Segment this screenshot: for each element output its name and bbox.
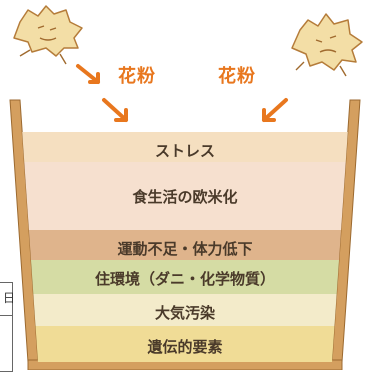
layer-label: 住環境（ダニ・化学物質） [94, 270, 275, 288]
layer-label: ストレス [154, 142, 215, 160]
layer-band [20, 162, 350, 230]
pollen-label-left: 花粉 [118, 66, 156, 87]
layer-band [20, 260, 350, 294]
layer-band [20, 230, 350, 260]
side-panel-text: 日 [3, 291, 16, 305]
layer-band [20, 132, 350, 162]
pollen-grain-right-icon [291, 13, 363, 77]
side-panel-divider [0, 315, 12, 316]
side-panel: 日 [0, 282, 16, 372]
layer-label: 運動不足・体力低下 [117, 240, 253, 258]
layer-band [20, 294, 350, 326]
arrow-down-right-icon [102, 98, 128, 122]
pollen-label-right: 花粉 [218, 66, 256, 87]
pollen-grain-left-icon [13, 5, 83, 65]
layer-label: 遺伝的要素 [147, 338, 223, 356]
layer-band [20, 326, 350, 362]
arrow-down-right-icon [76, 64, 100, 84]
layer-label: 大気汚染 [154, 304, 215, 322]
arrow-down-left-icon [262, 98, 288, 122]
layer-label: 食生活の欧米化 [132, 188, 238, 206]
